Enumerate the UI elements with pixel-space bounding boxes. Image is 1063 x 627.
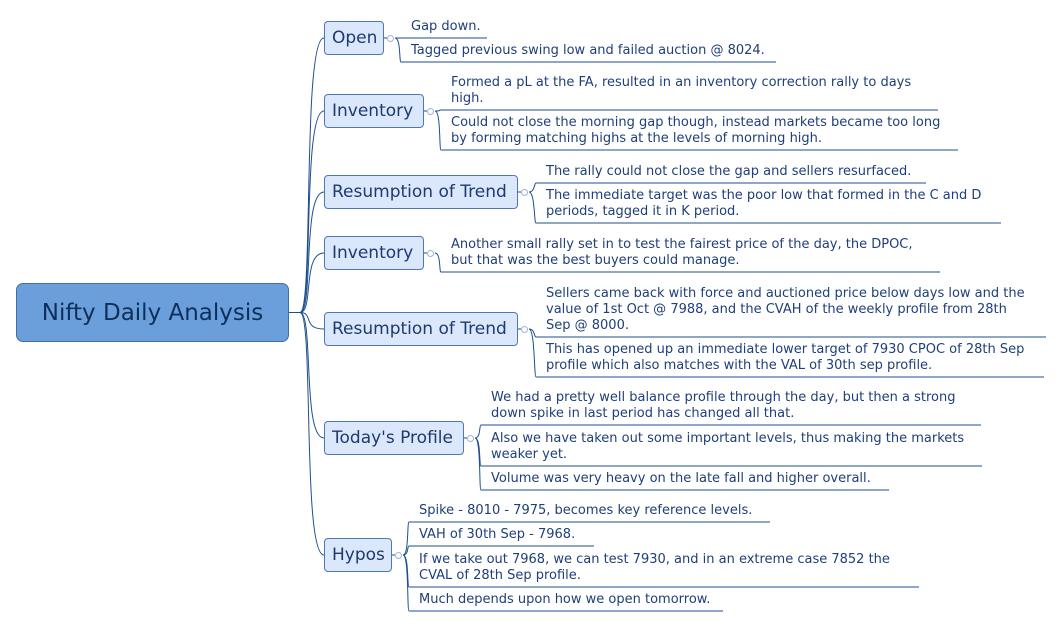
branch-topic[interactable]: Inventory: [324, 236, 424, 270]
branch-topic[interactable]: Today's Profile: [324, 421, 464, 455]
branch-connector-line: [299, 191, 325, 313]
leaf-connector-line: [402, 554, 723, 612]
leaf-topic-text[interactable]: but that was the best buyers could manag…: [451, 253, 740, 268]
leaf-topic-text[interactable]: Could not close the morning gap though, …: [451, 115, 941, 130]
branch-topic[interactable]: Inventory: [324, 94, 424, 128]
collapse-toggle-icon[interactable]: [387, 35, 394, 42]
leaf-connector-line: [528, 328, 1046, 338]
leaf-topic-text[interactable]: Volume was very heavy on the late fall a…: [491, 471, 871, 486]
branch-topic-label: Open: [332, 28, 378, 48]
leaf-topic-text[interactable]: CVAL of 28th Sep profile.: [419, 568, 581, 583]
root-topic-label: Nifty Daily Analysis: [41, 299, 264, 326]
branch-topic[interactable]: Open: [324, 21, 384, 55]
leaf-topic-text[interactable]: weaker yet.: [491, 447, 568, 462]
leaf-topic-text[interactable]: The rally could not close the gap and se…: [546, 164, 912, 179]
root-topic[interactable]: Nifty Daily Analysis: [16, 283, 289, 342]
leaf-topic-text[interactable]: If we take out 7968, we can test 7930, a…: [419, 552, 890, 567]
leaf-connector-line: [402, 521, 770, 556]
branch-topic-label: Today's Profile: [332, 428, 453, 448]
leaf-topic-text[interactable]: Formed a pL at the FA, resulted in an in…: [451, 75, 912, 90]
leaf-topic-text[interactable]: We had a pretty well balance profile thr…: [491, 390, 956, 405]
leaf-topic-text[interactable]: profile which also matches with the VAL …: [546, 358, 933, 373]
leaf-connector-line: [528, 191, 1001, 224]
leaf-connector-line: [474, 424, 981, 439]
branch-connector-line: [299, 312, 325, 330]
branch-topic[interactable]: Resumption of Trend: [324, 312, 518, 346]
leaf-connector-line: [434, 109, 938, 112]
leaf-connector-line: [434, 252, 940, 273]
leaf-topic-text[interactable]: The immediate target was the poor low th…: [546, 188, 982, 203]
leaf-connector-line: [528, 182, 926, 193]
leaf-connector-line: [394, 37, 776, 63]
leaf-connector-line: [474, 437, 889, 491]
branch-connector-line: [299, 312, 325, 439]
branch-topic-label: Hypos: [332, 545, 385, 565]
branch-connector-line: [299, 110, 325, 313]
collapse-toggle-icon[interactable]: [521, 189, 528, 196]
branch-connector-line: [299, 312, 325, 556]
leaf-topic-text[interactable]: Gap down.: [411, 19, 481, 34]
leaf-topic-text[interactable]: periods, tagged it in K period.: [546, 204, 740, 219]
collapse-toggle-icon[interactable]: [521, 326, 528, 333]
leaf-topic-text[interactable]: Spike - 8010 - 7975, becomes key referen…: [419, 503, 753, 518]
leaf-topic-text[interactable]: Sellers came back with force and auction…: [546, 286, 1025, 301]
leaf-connector-line: [528, 328, 1044, 378]
leaf-topic-text[interactable]: value of 1st Oct @ 7988, and the CVAH of…: [546, 302, 1007, 317]
branch-topic-label: Inventory: [332, 101, 414, 121]
leaf-connector-line: [434, 110, 958, 151]
branch-topic[interactable]: Hypos: [324, 538, 392, 572]
leaf-topic-text[interactable]: down spike in last period has changed al…: [491, 406, 795, 421]
collapse-toggle-icon[interactable]: [427, 250, 434, 257]
leaf-connector-line: [402, 545, 594, 556]
collapse-toggle-icon[interactable]: [427, 108, 434, 115]
branch-topic[interactable]: Resumption of Trend: [324, 175, 518, 209]
leaf-topic-text[interactable]: VAH of 30th Sep - 7968.: [419, 527, 576, 542]
branch-connector-line: [299, 37, 325, 313]
leaf-topic-text[interactable]: This has opened up an immediate lower ta…: [546, 342, 1025, 357]
collapse-toggle-icon[interactable]: [395, 552, 402, 559]
leaf-topic-text[interactable]: Sep @ 8000.: [546, 318, 629, 333]
leaf-topic-text[interactable]: Much depends upon how we open tomorrow.: [419, 592, 711, 607]
branch-topic-label: Resumption of Trend: [332, 319, 507, 339]
leaf-topic-text[interactable]: high.: [451, 91, 484, 106]
branch-connector-line: [299, 252, 325, 313]
collapse-toggle-icon[interactable]: [467, 435, 474, 442]
branch-topic-label: Resumption of Trend: [332, 182, 507, 202]
branch-topic-label: Inventory: [332, 243, 414, 263]
leaf-topic-text[interactable]: Another small rally set in to test the f…: [451, 237, 913, 252]
leaf-topic-text[interactable]: by forming matching highs at the levels …: [451, 131, 823, 146]
leaf-topic-text[interactable]: Also we have taken out some important le…: [491, 431, 965, 446]
leaf-topic-text[interactable]: Tagged previous swing low and failed auc…: [411, 43, 765, 58]
